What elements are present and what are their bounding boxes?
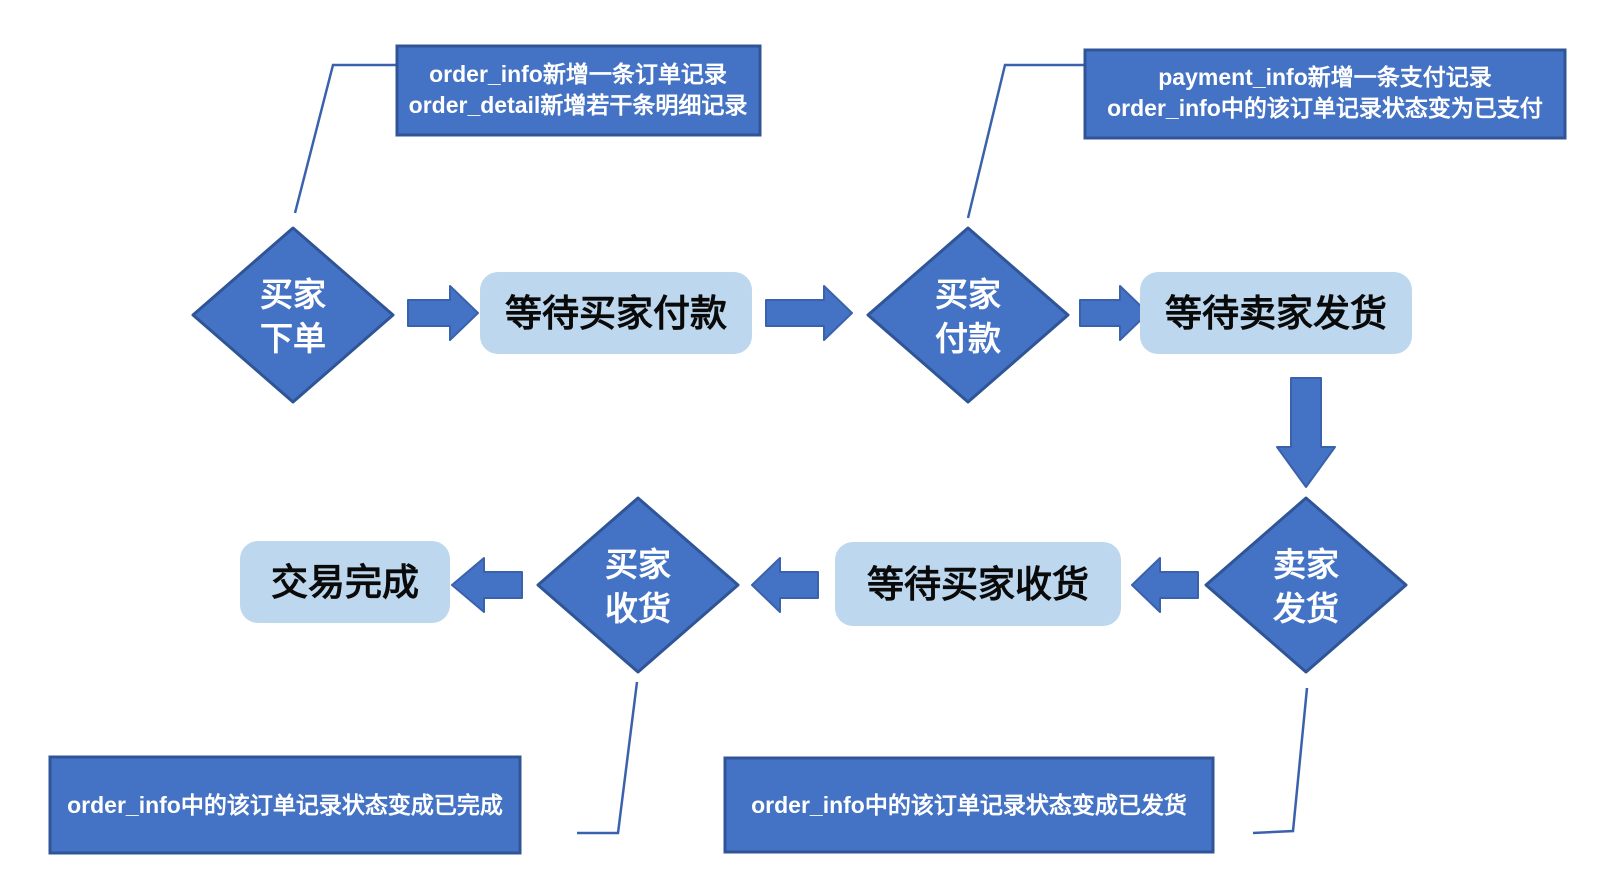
state-deal-complete-box <box>240 541 450 623</box>
diamond-buyer-pay-shape <box>866 226 1070 404</box>
diamond-buyer-pay: 买家 付款 <box>866 226 1070 404</box>
arrow-down-icon <box>1276 377 1336 488</box>
annotation-payment-created-line1: payment_info新增一条支付记录 <box>1158 64 1492 90</box>
annotation-payment-created-box <box>1083 48 1567 140</box>
diamond-seller-ship-line2: 发货 <box>1273 590 1339 627</box>
arrow-right-icon-3 <box>1079 285 1149 341</box>
arrow-right-icon-2 <box>765 285 853 341</box>
state-wait-seller-ship-label: 等待卖家发货 <box>1165 293 1387 334</box>
state-wait-buyer-pay-label: 等待买家付款 <box>505 293 727 334</box>
annotation-order-created-line2: order_detail新增若干条明细记录 <box>409 92 748 118</box>
diamond-buyer-receive-line1: 买家 <box>605 546 671 583</box>
state-deal-complete-label: 交易完成 <box>271 561 419 603</box>
diamond-buyer-receive-line2: 收货 <box>605 590 671 627</box>
annotation-order-completed-box <box>48 755 522 855</box>
diamond-buyer-order-line1: 买家 <box>260 276 326 313</box>
diamond-buyer-pay-line1: 买家 <box>935 276 1001 313</box>
diamond-seller-ship: 卖家 发货 <box>1204 496 1408 674</box>
annotation-payment-created-line2: order_info中的该订单记录状态变为已支付 <box>1107 95 1543 121</box>
state-wait-buyer-pay: 等待买家付款 <box>480 272 752 354</box>
state-wait-buyer-pay-box <box>480 272 752 354</box>
diamond-buyer-order: 买家 下单 <box>191 226 395 404</box>
connector-order-shipped-line <box>1252 687 1309 835</box>
state-wait-buyer-receive-label: 等待买家收货 <box>867 564 1089 605</box>
annotation-order-shipped-box <box>723 756 1215 854</box>
annotation-order-shipped: order_info中的该订单记录状态变成已发货 <box>723 756 1215 854</box>
arrow-left-icon-2 <box>751 557 819 613</box>
state-wait-buyer-receive: 等待买家收货 <box>835 542 1121 626</box>
connector-order-completed-line <box>577 681 639 835</box>
diamond-buyer-order-shape <box>191 226 395 404</box>
state-wait-seller-ship: 等待卖家发货 <box>1140 272 1412 354</box>
state-wait-buyer-receive-box <box>835 542 1121 626</box>
annotation-order-created: order_info新增一条订单记录 order_detail新增若干条明细记录 <box>395 44 762 137</box>
annotation-order-shipped-line1: order_info中的该订单记录状态变成已发货 <box>751 792 1187 818</box>
state-deal-complete: 交易完成 <box>240 541 450 623</box>
diamond-buyer-pay-line2: 付款 <box>935 320 1002 357</box>
diamond-seller-ship-line1: 卖家 <box>1273 546 1339 583</box>
state-wait-seller-ship-box <box>1140 272 1412 354</box>
connector-order-created-line <box>293 63 397 214</box>
annotation-order-created-box <box>395 44 762 137</box>
connector-payment-created-line <box>966 63 1085 219</box>
diamond-buyer-receive: 买家 收货 <box>536 496 740 674</box>
arrow-right-icon-1 <box>407 285 479 341</box>
annotation-order-completed: order_info中的该订单记录状态变成已完成 <box>48 755 522 855</box>
annotation-order-created-line1: order_info新增一条订单记录 <box>429 61 727 87</box>
arrow-left-icon-1 <box>1131 557 1199 613</box>
arrow-left-icon-3 <box>451 557 523 613</box>
diamond-seller-ship-shape <box>1204 496 1408 674</box>
annotation-payment-created: payment_info新增一条支付记录 order_info中的该订单记录状态… <box>1083 48 1567 140</box>
diamond-buyer-receive-shape <box>536 496 740 674</box>
annotation-order-completed-line1: order_info中的该订单记录状态变成已完成 <box>67 792 503 818</box>
diamond-buyer-order-line2: 下单 <box>260 320 326 357</box>
